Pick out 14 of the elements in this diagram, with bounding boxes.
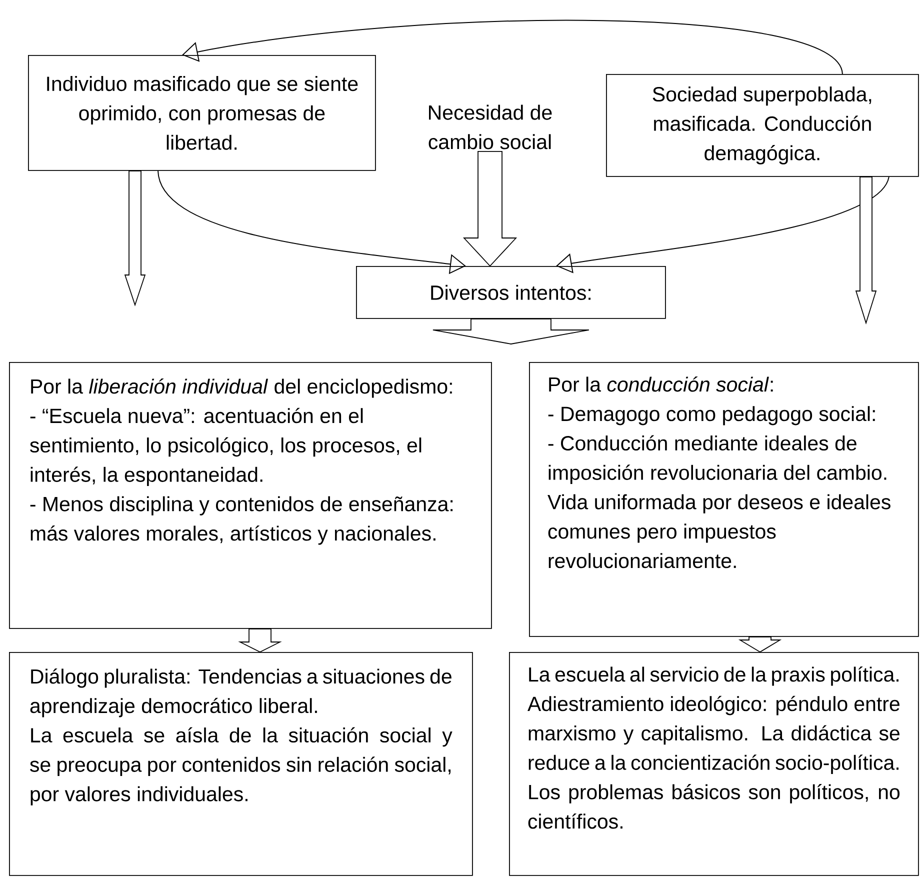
arrow <box>855 176 877 324</box>
text-label: Necesidad de cambio social <box>428 104 552 150</box>
arrow <box>432 318 590 344</box>
arrow <box>124 170 146 306</box>
text-box: Diversos intentos: <box>356 266 666 319</box>
arrow <box>738 636 782 653</box>
arrow <box>462 150 518 267</box>
text-box: La escuela al servicio de la praxis política. Adiestramiento ideológico: péndulo entre marxismo y capitalismo. La didáctica se reduce a la concientización socio-política. Los problemas básicos son políticos, no científicos. <box>509 652 919 876</box>
arrow <box>238 628 282 652</box>
text-box: Diálogo pluralista: Tendencias a situaciones de aprendizaje democrático liberal. La escuela se aísla de la situación social y se preocupa por contenidos sin relación social, por valores individuales. <box>9 652 473 876</box>
text-box: Individuo masificado que se siente oprimido, con promesas de libertad. <box>28 55 376 171</box>
text-box: Por la conducción social: - Demagogo como pedagogo social: - Conducción mediante ideales de imposición revolucionaria del cambio. Vida uniformada por deseos e ideales comunes pero impuestos revolucionariamente. <box>529 362 919 637</box>
text-box: Sociedad superpoblada, masificada. Conducción demagógica. <box>606 74 919 177</box>
text-box: Por la liberación individual del enciclopedismo: - “Escuela nueva”: acentuación en el sentimiento, lo psicológico, los procesos, el interés, la espontaneidad. - Menos disciplina y contenidos de enseñanza: más valores morales, artísticos y nacionales. <box>9 362 492 629</box>
